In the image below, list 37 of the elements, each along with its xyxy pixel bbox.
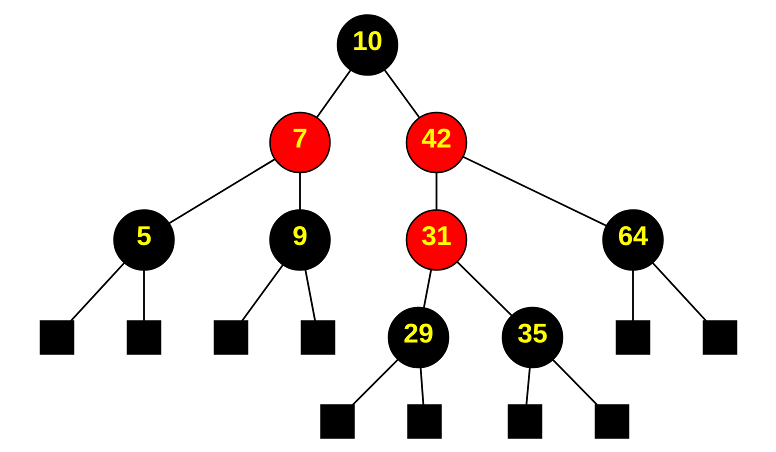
connector — [142, 270, 144, 320]
node-box — [594, 404, 629, 438]
connector — [168, 158, 275, 224]
connector — [298, 172, 300, 210]
connector — [525, 367, 530, 405]
node-box — [320, 404, 354, 438]
node-box — [406, 404, 442, 438]
node-box — [39, 320, 74, 354]
connector — [419, 367, 424, 404]
node-circle: 10 — [336, 14, 398, 76]
connector — [383, 68, 420, 118]
connector — [456, 260, 512, 316]
node-box — [702, 320, 737, 354]
connector — [632, 270, 634, 320]
connector — [70, 262, 124, 321]
connector — [240, 264, 284, 321]
node-box — [213, 320, 248, 354]
node-box — [300, 320, 335, 354]
node-circle: 42 — [405, 111, 467, 173]
node-circle: 5 — [112, 208, 174, 270]
node-circle: 31 — [405, 208, 467, 270]
node-circle: 7 — [268, 111, 330, 173]
node-circle: 29 — [387, 306, 449, 368]
node-box — [615, 320, 650, 354]
connector — [435, 172, 437, 210]
node-circle: 35 — [501, 306, 563, 368]
connector — [422, 269, 432, 308]
node-circle: 9 — [268, 208, 330, 270]
connector — [652, 262, 706, 321]
node-circle: 64 — [602, 208, 664, 270]
connector — [316, 69, 351, 118]
connector — [462, 155, 606, 226]
connector — [352, 358, 398, 405]
connector — [304, 269, 316, 320]
node-box — [507, 404, 542, 438]
connector — [552, 358, 598, 405]
node-box — [126, 320, 161, 354]
